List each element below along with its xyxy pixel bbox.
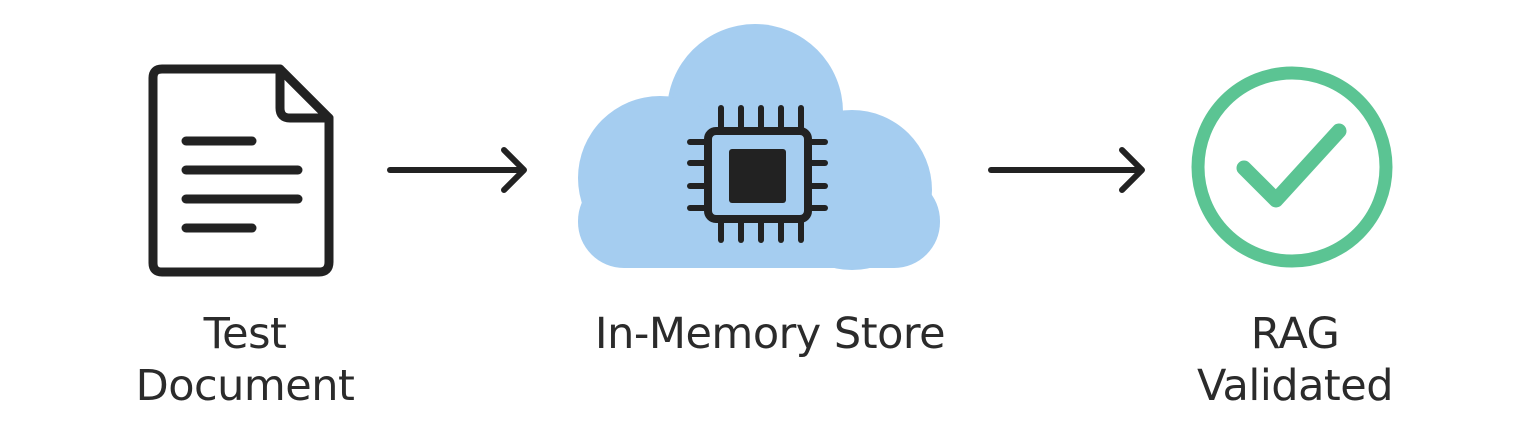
step-label-test-document: Test Document (95, 308, 395, 412)
step-label-line: Test (203, 309, 287, 359)
step-label-line: Validated (1196, 361, 1394, 411)
document-icon (148, 64, 334, 277)
step-label-in-memory-store: In-Memory Store (520, 308, 1020, 360)
check-circle-icon (1191, 66, 1393, 268)
cloud-chip-icon (578, 24, 940, 270)
step-label-line: Document (135, 361, 355, 411)
chip-icon (687, 105, 828, 243)
arrow-right-icon (387, 147, 527, 193)
arrow-right-icon (988, 147, 1145, 193)
step-label-rag-validated: RAG Validated (1150, 308, 1440, 412)
step-label-line: In-Memory Store (594, 309, 946, 359)
step-label-line: RAG (1250, 309, 1340, 359)
